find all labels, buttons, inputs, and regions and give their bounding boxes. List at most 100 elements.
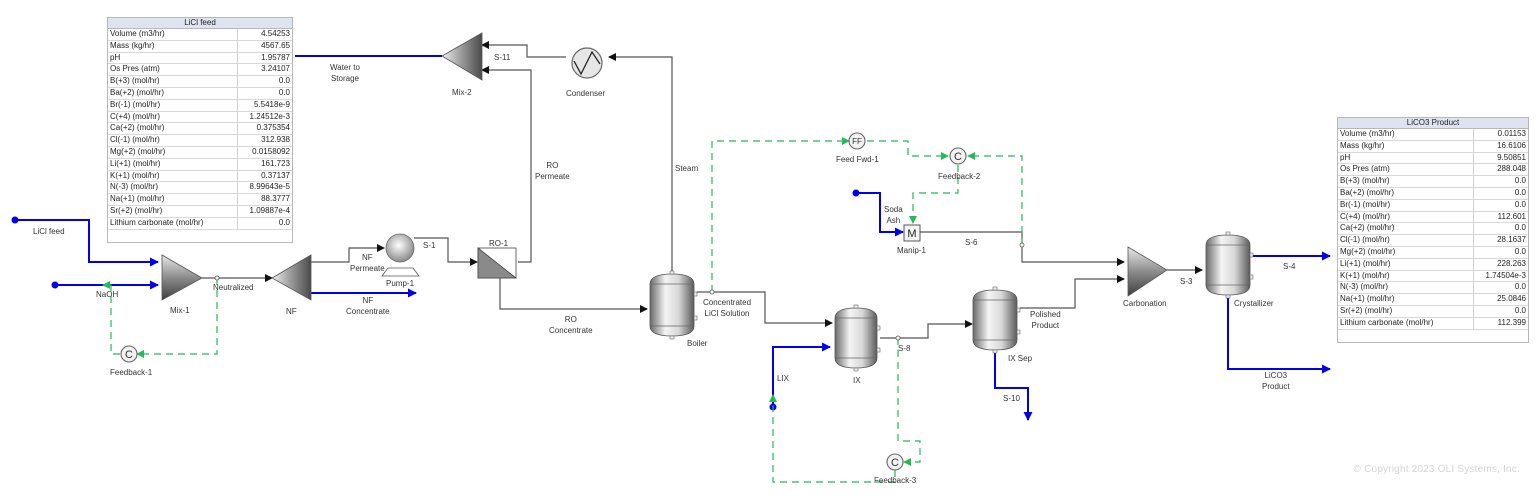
copyright-notice: © Copyright 2023 OLI Systems, Inc. <box>1353 464 1520 475</box>
mixer-mix-2[interactable] <box>441 32 483 81</box>
row-value: 1.74504e-3 <box>1485 270 1526 280</box>
sensor-point-concentrated <box>709 289 715 295</box>
row-value: 0.375354 <box>256 123 290 133</box>
row-label: Br(-1) (mol/hr) <box>1338 199 1474 211</box>
pump-pump-1[interactable] <box>381 233 420 277</box>
table-row: Volume (m3/hr)0.01153 <box>1338 129 1528 141</box>
table-row: C(+4) (mol/hr)1.24512e-3 <box>108 111 292 124</box>
row-value: 0.0 <box>278 76 290 86</box>
row-label: Cl(-1) (mol/hr) <box>1338 235 1474 246</box>
row-label: Sr(+2) (mol/hr) <box>1338 305 1474 317</box>
row-label: pH <box>1338 152 1474 164</box>
label-line: Product <box>1031 321 1060 330</box>
label-boiler: Boiler <box>687 339 708 348</box>
mixer-mix-1[interactable] <box>161 254 203 301</box>
control-feedback-1-out[interactable] <box>136 278 218 358</box>
stream-nf-permeate[interactable] <box>311 244 385 263</box>
stream-polished-product[interactable] <box>1020 275 1125 309</box>
control-feedfwd-out[interactable] <box>867 140 949 160</box>
table-row: N(-3) (mol/hr)0.0 <box>1338 282 1528 295</box>
table-row: Mass (kg/hr) 16.6106 <box>1338 140 1528 153</box>
stream-steam[interactable] <box>608 53 673 272</box>
stream-ro-concentrate[interactable] <box>499 278 648 313</box>
table-row: Li(+1) (mol/hr)161.723 <box>108 158 292 171</box>
label-s3: S-3 <box>1180 277 1193 286</box>
row-label: N(-3) (mol/hr) <box>108 182 238 194</box>
label-manip-1: Manip-1 <box>897 246 926 255</box>
row-value: 0.37137 <box>261 170 290 180</box>
feed-node-naoh[interactable] <box>51 281 59 289</box>
label-s8: S-8 <box>898 344 911 353</box>
vessel-ix-sep[interactable] <box>972 286 1021 354</box>
row-label: B(+3) (mol/hr) <box>1338 176 1474 187</box>
table-row: Na(+1) (mol/hr)88.3777 <box>108 194 292 206</box>
stream-lico3-product[interactable] <box>1227 297 1331 374</box>
label-lix: LIX <box>777 374 790 383</box>
feed-node-soda-ash[interactable] <box>852 189 860 197</box>
vessel-boiler[interactable] <box>649 270 698 340</box>
condenser-unit[interactable] <box>571 47 603 79</box>
row-value: 9.50851 <box>1497 152 1526 162</box>
controller-feed-fwd-1[interactable] <box>848 132 866 150</box>
control-feedback-2-out[interactable] <box>909 165 959 224</box>
controller-feedback-1[interactable] <box>120 345 138 363</box>
label-s6: S-6 <box>965 238 978 247</box>
manipulator-manip-1[interactable] <box>903 224 921 242</box>
stream-s10[interactable] <box>994 352 1033 421</box>
table-row: Br(-1) (mol/hr)0.0 <box>1338 199 1528 212</box>
row-value: 0.0 <box>1514 305 1526 315</box>
control-feedback-2-in[interactable] <box>967 152 1023 245</box>
controller-feedback-3[interactable] <box>886 453 904 471</box>
row-value: 228.263 <box>1497 258 1526 268</box>
label-carbonation: Carbonation <box>1123 299 1167 308</box>
feed-node-licl[interactable] <box>11 216 19 224</box>
table-row: N(-3) (mol/hr) 8.99643e-5 <box>108 182 292 195</box>
row-value: 288.048 <box>1497 164 1526 174</box>
row-value: 88.3777 <box>261 194 290 204</box>
sensor-point-s6 <box>1019 242 1025 248</box>
row-label: Li(+1) (mol/hr) <box>1338 258 1474 270</box>
label-mix-1: Mix-1 <box>170 306 190 315</box>
separator-nf[interactable] <box>271 254 312 301</box>
membrane-ro-1[interactable] <box>477 247 518 279</box>
row-label: N(-3) (mol/hr) <box>1338 282 1474 294</box>
table-row: pH 9.50851 <box>1338 152 1528 165</box>
control-feedback-3-in[interactable] <box>897 338 921 466</box>
stream-licl-feed[interactable] <box>15 219 159 267</box>
stream-s8[interactable] <box>880 320 973 339</box>
row-value: 8.99643e-5 <box>249 182 290 192</box>
row-value: 16.6106 <box>1497 140 1526 150</box>
vessel-ix[interactable] <box>834 304 881 372</box>
row-label: Ba(+2) (mol/hr) <box>1338 187 1474 199</box>
label-licl-feed: LiCl feed <box>33 227 65 236</box>
stream-lix[interactable] <box>772 342 831 407</box>
row-value: 1.95787 <box>261 52 290 62</box>
stream-s1[interactable] <box>414 237 478 266</box>
vessel-crystallizer[interactable] <box>1205 231 1254 299</box>
mixer-carbonation[interactable] <box>1127 246 1168 297</box>
controller-feedback-2[interactable] <box>949 147 967 165</box>
control-feedback-1-in[interactable] <box>102 281 120 355</box>
row-label: Mass (kg/hr) <box>1338 140 1474 152</box>
table-row: B(+3) (mol/hr)0.0 <box>108 76 292 88</box>
stream-ro-permeate[interactable] <box>481 66 532 263</box>
stream-concentrated-licl[interactable] <box>697 291 833 327</box>
label-feed-fwd-1: Feed Fwd-1 <box>836 155 879 164</box>
row-value: 0.0158092 <box>252 146 290 156</box>
control-feedback-3-out[interactable] <box>769 394 896 483</box>
table-row: B(+3) (mol/hr)0.0 <box>1338 176 1528 188</box>
control-feedfwd-in[interactable] <box>711 137 850 292</box>
stream-s11[interactable] <box>481 41 566 58</box>
table-row: Ca(+2) (mol/hr)0.0 <box>1338 223 1528 236</box>
stream-soda-ash[interactable] <box>856 192 904 237</box>
table-row: Ba(+2) (mol/hr)0.0 <box>108 87 292 100</box>
label-line: Polished <box>1030 310 1061 319</box>
label-mix-2: Mix-2 <box>452 88 472 97</box>
